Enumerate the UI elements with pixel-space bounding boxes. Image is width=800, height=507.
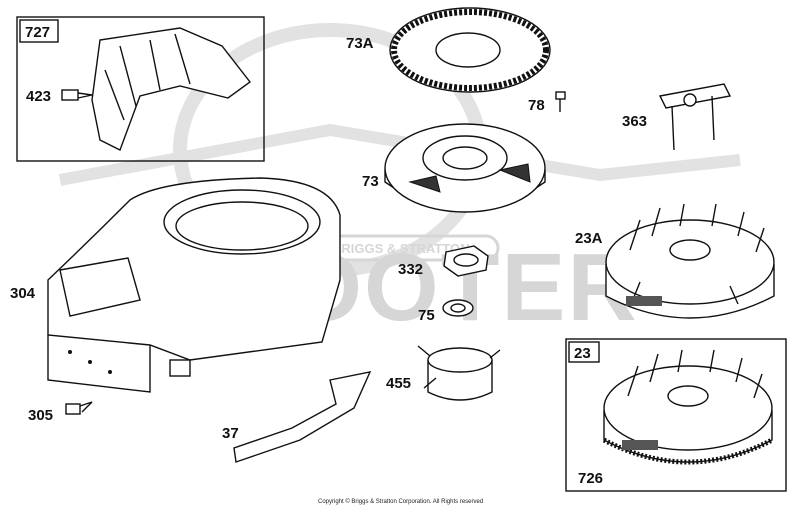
- part-75-label: 75: [418, 307, 435, 324]
- part-37-label: 37: [222, 425, 239, 442]
- part-726-label: 726: [578, 470, 603, 487]
- flywheel-23a-fins: [629, 203, 765, 305]
- part-455-group[interactable]: 455: [386, 345, 501, 401]
- housing-hole: [88, 360, 92, 364]
- screw-head: [61, 89, 79, 101]
- starter-cup-rim: [427, 347, 493, 373]
- air-guide-shape: [91, 27, 251, 151]
- rotating-screen-hole: [435, 32, 501, 68]
- part-305-label: 305: [28, 407, 53, 424]
- part-304-label: 304: [10, 285, 36, 302]
- part-23a-group[interactable]: 23A: [575, 203, 775, 319]
- part-727-label-box: [19, 19, 59, 43]
- clamp-bolts: [671, 95, 715, 151]
- flywheel-23-fins: [627, 349, 763, 399]
- screw-thread: [77, 92, 93, 99]
- blower-housing-side: [47, 335, 151, 393]
- blower-housing-panel: [59, 257, 141, 317]
- housing-hole: [108, 370, 112, 374]
- cover-73-hole: [442, 146, 488, 170]
- part-363-group[interactable]: 363: [622, 83, 732, 151]
- air-guide-ribs: [104, 33, 191, 121]
- part-727-frame: [16, 16, 265, 162]
- part-304-group[interactable]: 304: [10, 177, 341, 393]
- part-23-label-box: [568, 341, 600, 363]
- watermark-badge: BRIGGS & STRATTON: [332, 241, 469, 256]
- flywheel-23-top: [603, 365, 773, 451]
- part-423-label: 423: [26, 88, 51, 105]
- blower-housing-inner-ring: [175, 201, 309, 251]
- cover-73-vents: [408, 163, 531, 193]
- part-455-label: 455: [386, 375, 411, 392]
- part-73a-label: 73A: [346, 35, 374, 52]
- air-vane-shape: [233, 371, 372, 463]
- screw-305-thread: [79, 401, 93, 413]
- rotating-screen-mesh: [391, 9, 549, 91]
- part-23-frame: [565, 338, 787, 492]
- part-78-group[interactable]: 78: [528, 91, 566, 114]
- part-727-group[interactable]: 727 423: [16, 16, 265, 162]
- nut-hex: [443, 245, 489, 277]
- part-305-group[interactable]: 305: [28, 401, 93, 424]
- flywheel-23a-hub: [669, 239, 711, 261]
- part-73-label: 73: [362, 173, 379, 190]
- part-73a-group[interactable]: 73A: [346, 7, 551, 93]
- part-727-label: 727: [25, 24, 50, 41]
- starter-cup-tabs: [417, 345, 501, 389]
- part-23-group[interactable]: 23 726: [565, 338, 787, 492]
- part-23-label: 23: [574, 345, 591, 362]
- part-363-label: 363: [622, 113, 647, 130]
- part-75-group[interactable]: 75: [418, 299, 474, 324]
- part-73-group[interactable]: 73: [362, 123, 546, 213]
- flywheel-23a-magnet: [626, 296, 662, 306]
- clamp-hub: [683, 93, 697, 107]
- screw-305-head: [65, 403, 81, 415]
- part-37-group[interactable]: 37: [222, 371, 372, 463]
- flywheel-23-magnet: [622, 440, 658, 450]
- flywheel-23-hub: [667, 385, 709, 407]
- copyright-text: Copyright © Briggs & Stratton Corporatio…: [318, 498, 483, 505]
- screw-78-head: [555, 91, 566, 100]
- housing-hole: [68, 350, 72, 354]
- part-23a-label: 23A: [575, 230, 603, 247]
- housing-slot: [169, 359, 191, 377]
- part-332-label: 332: [398, 261, 423, 278]
- flywheel-23a-top: [605, 219, 775, 305]
- blower-housing-opening: [163, 189, 321, 255]
- part-332-group[interactable]: 332: [398, 245, 489, 278]
- part-78-label: 78: [528, 97, 545, 114]
- part-423-screw: [61, 89, 93, 101]
- washer-inner: [450, 303, 466, 313]
- nut-bore: [453, 253, 479, 267]
